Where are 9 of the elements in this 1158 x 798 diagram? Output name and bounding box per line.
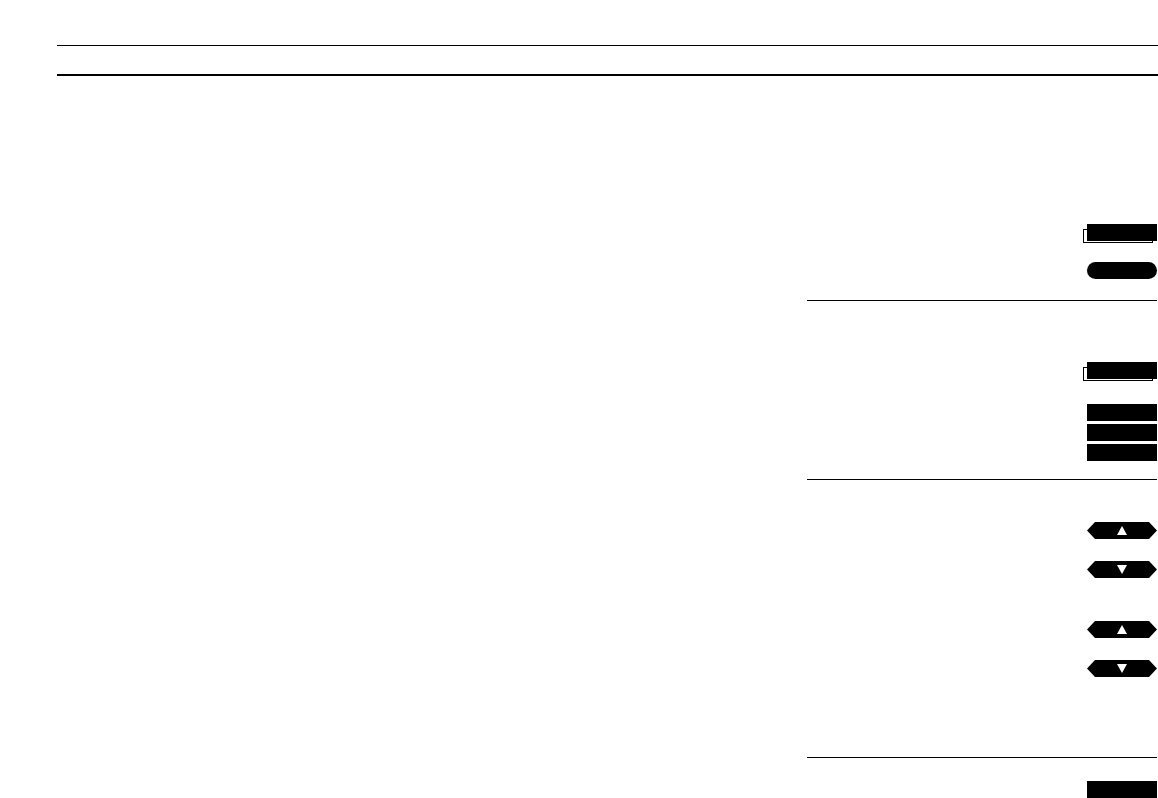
key-symbol	[1087, 444, 1157, 461]
key-symbol	[1087, 522, 1157, 539]
key-symbol	[1087, 262, 1157, 279]
key-symbol	[1087, 424, 1157, 441]
key-symbol	[1087, 781, 1157, 798]
key-symbol	[1087, 561, 1157, 578]
key-symbol	[1087, 621, 1157, 638]
key-symbol	[1087, 660, 1157, 677]
key-symbol	[1087, 404, 1157, 421]
